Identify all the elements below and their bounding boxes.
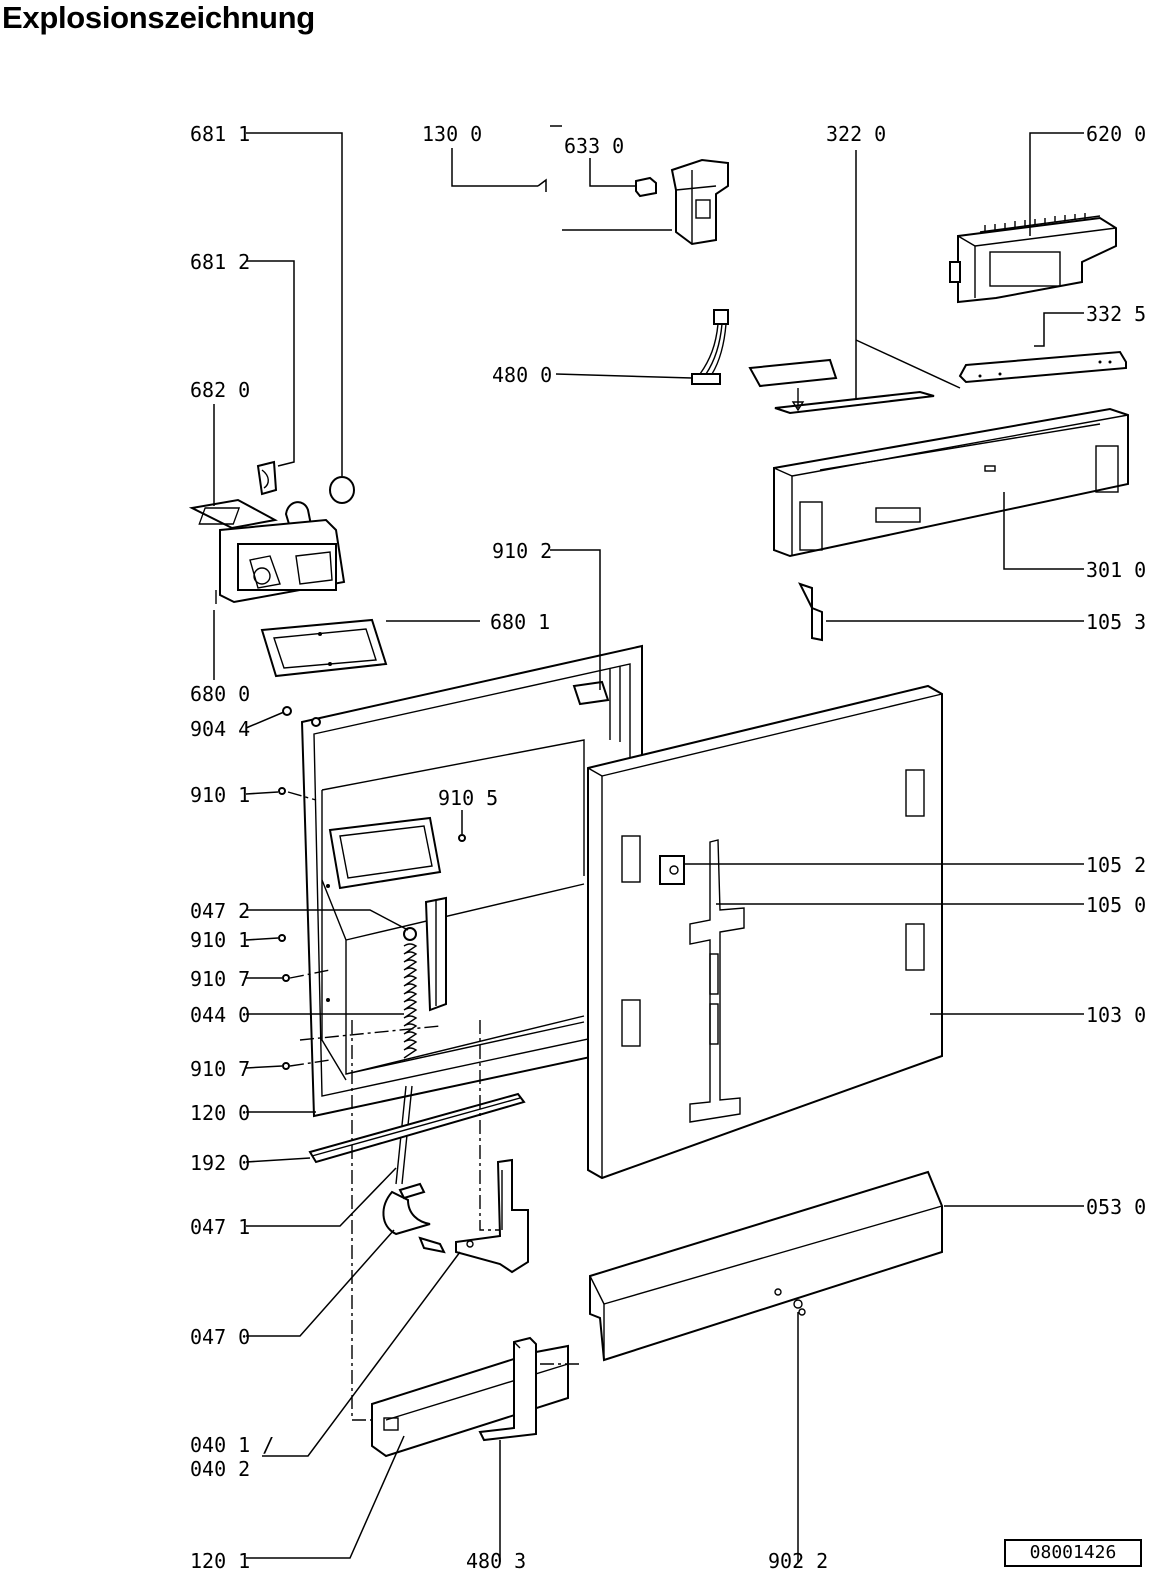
callout-047-2: 047 2: [190, 899, 250, 923]
leader-lines: [213, 125, 1084, 1562]
callout-910-1-a: 910 1: [190, 783, 250, 807]
callout-910-5: 910 5: [438, 786, 498, 810]
callout-910-7-b: 910 7: [190, 1057, 250, 1081]
callout-053-0: 053 0: [1086, 1195, 1146, 1219]
callout-044-0: 044 0: [190, 1003, 250, 1027]
callout-680-0: 680 0: [190, 682, 250, 706]
callout-120-1: 120 1: [190, 1549, 250, 1573]
callout-910-7-a: 910 7: [190, 967, 250, 991]
part-480-3-bracket: [478, 1336, 537, 1442]
callout-047-1: 047 1: [190, 1215, 250, 1239]
callout-681-1: 681 1: [190, 122, 250, 146]
callout-047-0: 047 0: [190, 1325, 250, 1349]
construction-lines: [287, 791, 580, 1421]
part-040-hinge-bracket: [455, 1158, 529, 1274]
callout-103-0: 103 0: [1086, 1003, 1146, 1027]
callout-904-4: 904 4: [190, 717, 250, 741]
callout-040-1: 040 1 /: [190, 1433, 274, 1457]
callout-910-1-b: 910 1: [190, 928, 250, 952]
callout-105-2: 105 2: [1086, 853, 1146, 877]
part-053-0-lower-strip: [589, 1170, 943, 1362]
part-105-3-bracket: [798, 582, 823, 642]
callout-680-1: 680 1: [490, 610, 550, 634]
callout-480-3: 480 3: [466, 1549, 526, 1573]
part-680-1-seal: [260, 618, 388, 678]
callout-192-0: 192 0: [190, 1151, 250, 1175]
part-682-0-680-0-dispenser: [188, 498, 346, 604]
part-332-5-strip: [958, 350, 1127, 384]
part-047-hinge: [382, 1182, 446, 1254]
callout-120-0: 120 0: [190, 1101, 250, 1125]
part-120-0-inner-door: [300, 644, 643, 1118]
page-title: Explosionszeichnung: [2, 0, 315, 35]
screws: [278, 706, 466, 1070]
callout-301-0: 301 0: [1086, 558, 1146, 582]
part-301-0-control-panel: [773, 407, 1129, 558]
callout-labels: 681 1 130 0 633 0 322 0 620 0 681 2 332 …: [190, 122, 1146, 1573]
part-120-1-bottom-strip: [371, 1344, 569, 1458]
part-103-0-outer-door: [587, 684, 943, 1180]
part-130-0-door-lock: [635, 158, 729, 246]
part-480-0-cable: [691, 309, 729, 385]
callout-480-0: 480 0: [492, 363, 552, 387]
callout-902-2: 902 2: [768, 1549, 828, 1573]
callout-105-3: 105 3: [1086, 610, 1146, 634]
part-620-0-control-module: [949, 213, 1117, 304]
callout-682-0: 682 0: [190, 378, 250, 402]
drawing-reference-number: 08001426: [1004, 1539, 1142, 1567]
part-192-0-rail: [308, 1092, 526, 1164]
callout-332-5: 332 5: [1086, 302, 1146, 326]
callout-910-2: 910 2: [492, 539, 552, 563]
part-681-1-cap: [329, 476, 355, 504]
callout-681-2: 681 2: [190, 250, 250, 274]
callout-130-0: 130 0: [422, 122, 482, 146]
part-322-0-film: [748, 358, 935, 415]
callout-620-0: 620 0: [1086, 122, 1146, 146]
callout-040-2: 040 2: [190, 1457, 250, 1481]
callout-105-0: 105 0: [1086, 893, 1146, 917]
part-681-2-clip: [256, 460, 278, 496]
callout-633-0: 633 0: [564, 134, 624, 158]
callout-322-0: 322 0: [826, 122, 886, 146]
